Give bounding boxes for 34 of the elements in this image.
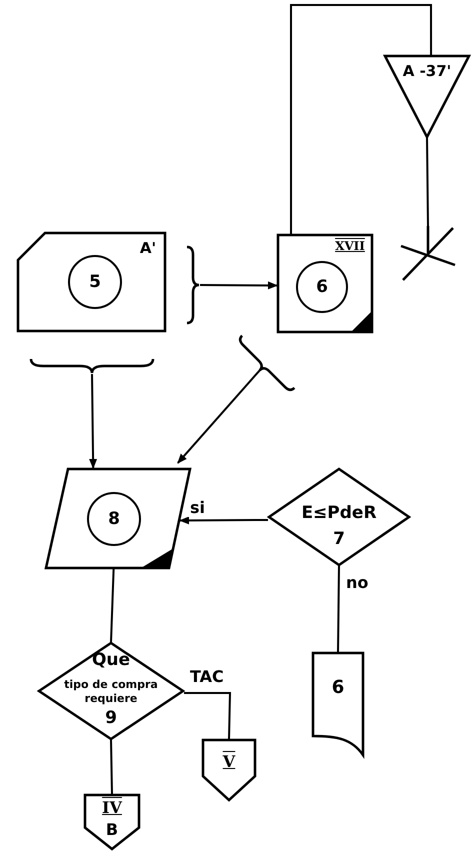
decision-diamond <box>268 468 410 566</box>
arrow <box>89 374 98 469</box>
node-text: E≤PdeR <box>300 504 378 524</box>
arrow <box>179 516 268 524</box>
node-text: A' <box>138 240 158 258</box>
brace <box>186 247 200 323</box>
connector-pentagon <box>202 739 256 801</box>
punched-card <box>17 232 166 332</box>
node-text: tipo de compra requiere <box>63 678 159 707</box>
node-text: 6 <box>330 678 346 699</box>
connector-line <box>426 138 429 226</box>
parallelogram-box <box>45 468 191 569</box>
brace <box>31 358 153 374</box>
roman-numeral: V <box>222 753 236 772</box>
connector-line <box>110 740 113 794</box>
node-text: 9 <box>104 709 118 729</box>
node-text: Que <box>90 651 132 671</box>
arrow <box>200 281 278 290</box>
connector-line <box>110 568 115 642</box>
process-box <box>277 234 373 333</box>
roman-numeral: IV <box>101 799 124 818</box>
node-text: A -37' <box>402 63 452 80</box>
arrow <box>177 369 261 464</box>
connector-pentagon <box>84 794 140 850</box>
connector-line <box>337 566 340 652</box>
termination-cross <box>400 226 456 282</box>
document-shape <box>312 652 364 757</box>
connector-line <box>290 4 432 234</box>
off-page-triangle <box>384 55 470 138</box>
roman-numeral: XVII <box>334 240 366 254</box>
connector-line <box>184 692 232 740</box>
decision-diamond <box>38 642 184 740</box>
node-text: 7 <box>332 530 346 550</box>
node-text: B <box>104 821 120 840</box>
